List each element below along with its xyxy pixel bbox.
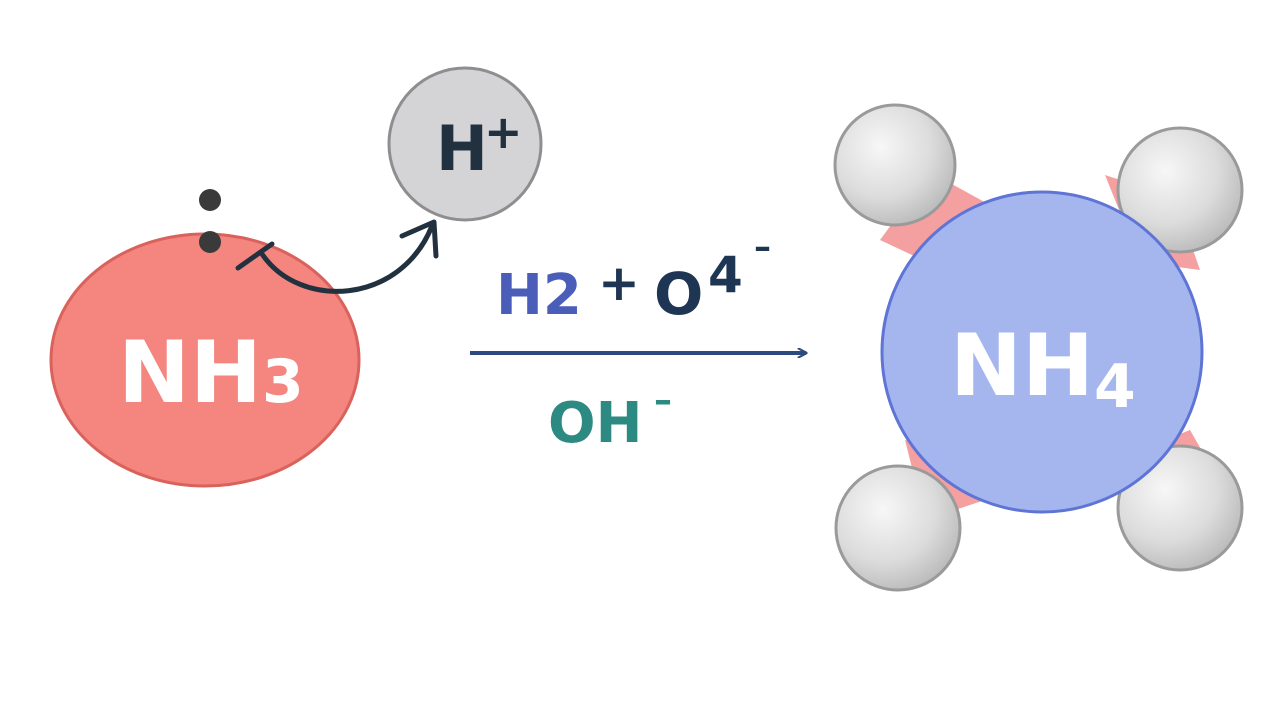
curved-arrow-head — [399, 219, 439, 259]
condition-o: O — [654, 260, 703, 328]
nh4-base: NH — [950, 316, 1094, 416]
hydrogen-atom-bottom-right — [1116, 444, 1244, 572]
nh4-hydrogens — [833, 103, 1244, 592]
hydrogen-atom-top-left — [833, 103, 957, 227]
condition-o-superscript: 4 — [708, 246, 743, 304]
curved-arrow-tail — [235, 241, 275, 271]
hydrogen-atom-top-right — [1116, 126, 1244, 254]
bond-top-left — [880, 172, 990, 268]
nh4-sphere — [880, 190, 1204, 514]
condition-o-charge: – — [754, 227, 771, 267]
electron-transfer-arrow — [235, 219, 439, 294]
nh3-molecule: NH3 — [49, 232, 361, 488]
condition-oh: OH — [548, 391, 642, 456]
proton-base: H — [436, 112, 488, 185]
lone-pair-dot-bottom — [199, 231, 221, 253]
nh4-subscript: 4 — [1094, 352, 1136, 422]
condition-oh-charge: – — [654, 380, 672, 421]
nh4-molecule: NH4 — [833, 103, 1244, 592]
nh4-label: NH4 — [950, 316, 1136, 422]
reaction-conditions: H2 + O 4 – OH – — [470, 227, 806, 456]
curved-arrow-path — [259, 223, 435, 294]
lone-pair — [199, 189, 221, 253]
proton-sphere — [387, 66, 543, 222]
condition-plus: + — [598, 254, 640, 312]
proton-charge: + — [484, 105, 523, 159]
nh3-subscript: 3 — [262, 347, 304, 417]
lone-pair-dot-top — [199, 189, 221, 211]
nh3-base: NH — [118, 323, 262, 423]
proton-label: H — [436, 112, 488, 185]
condition-h2: H2 — [496, 263, 582, 328]
hydrogen-atom-bottom-left — [834, 464, 962, 592]
proton: H + — [387, 66, 543, 222]
nh3-label: NH3 — [118, 323, 304, 423]
